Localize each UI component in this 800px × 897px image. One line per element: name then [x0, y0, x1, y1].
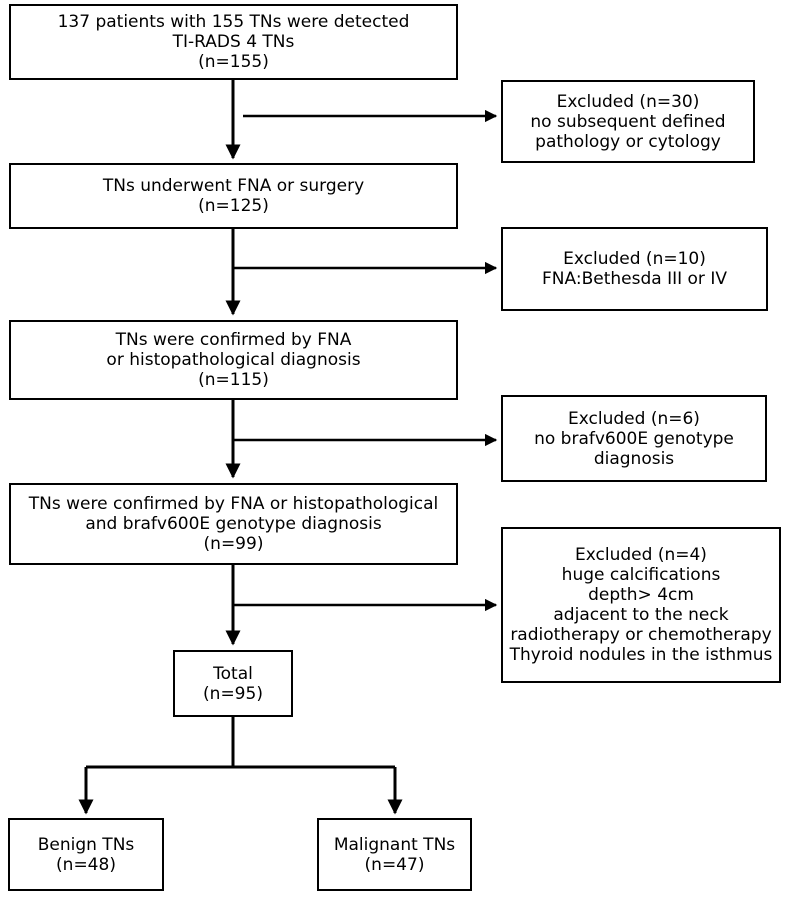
box-fna-surgery-line-1: TNs underwent FNA or surgery [102, 176, 365, 196]
box-confirmed-braf: TNs were confirmed by FNA or histopathol… [9, 483, 458, 565]
box-excluded-3-line-3: diagnosis [593, 448, 675, 469]
box-detected-line-2: TI-RADS 4 TNs [172, 32, 295, 52]
box-excluded-1-line-3: pathology or cytology [535, 131, 721, 152]
box-benign: Benign TNs (n=48) [8, 818, 164, 891]
box-confirmed-braf-line-3: (n=99) [203, 534, 264, 554]
box-excluded-3-line-2: no brafv600E genotype [534, 428, 734, 449]
box-fna-surgery: TNs underwent FNA or surgery (n=125) [9, 163, 458, 229]
box-excluded-2-line-2: FNA:Bethesda III or IV [542, 269, 727, 289]
box-malignant-line-1: Malignant TNs [333, 834, 456, 855]
box-excluded-4-line-5: radiotherapy or chemotherapy [510, 625, 772, 645]
box-excluded-3: Excluded (n=6) no brafv600E genotype dia… [501, 395, 767, 482]
box-malignant: Malignant TNs (n=47) [317, 818, 472, 891]
box-total: Total (n=95) [173, 650, 293, 717]
box-benign-line-1: Benign TNs [37, 834, 135, 855]
box-detected: 137 patients with 155 TNs were detected … [9, 4, 458, 80]
box-confirmed-braf-line-1: TNs were confirmed by FNA or histopathol… [28, 494, 439, 514]
box-excluded-4-line-4: adjacent to the neck [553, 605, 729, 625]
box-confirmed-braf-line-2: and brafv600E genotype diagnosis [85, 514, 382, 534]
box-excluded-1-line-2: no subsequent defined [530, 111, 726, 132]
box-excluded-4-line-2: huge calcifications [561, 565, 721, 585]
box-total-line-2: (n=95) [203, 683, 263, 704]
box-confirmed-line-2: or histopathological diagnosis [106, 350, 361, 370]
box-excluded-1-line-1: Excluded (n=30) [556, 91, 700, 112]
box-excluded-3-line-1: Excluded (n=6) [568, 408, 700, 429]
box-malignant-line-2: (n=47) [364, 854, 425, 875]
box-excluded-4: Excluded (n=4) huge calcifications depth… [501, 527, 781, 683]
box-total-line-1: Total [213, 663, 253, 684]
box-excluded-2-line-1: Excluded (n=10) [563, 249, 706, 269]
box-confirmed-line-3: (n=115) [198, 370, 269, 390]
box-detected-line-1: 137 patients with 155 TNs were detected [57, 12, 410, 32]
box-benign-line-2: (n=48) [56, 854, 116, 875]
box-fna-surgery-line-2: (n=125) [198, 196, 269, 216]
box-excluded-4-line-3: depth> 4cm [588, 585, 694, 605]
box-detected-line-3: (n=155) [198, 52, 269, 72]
box-excluded-1: Excluded (n=30) no subsequent defined pa… [501, 80, 755, 163]
box-confirmed: TNs were confirmed by FNA or histopathol… [9, 320, 458, 400]
box-excluded-4-line-1: Excluded (n=4) [575, 545, 707, 565]
box-confirmed-line-1: TNs were confirmed by FNA [115, 330, 352, 350]
box-excluded-4-line-6: Thyroid nodules in the isthmus [509, 645, 773, 665]
box-excluded-2: Excluded (n=10) FNA:Bethesda III or IV [501, 227, 768, 311]
